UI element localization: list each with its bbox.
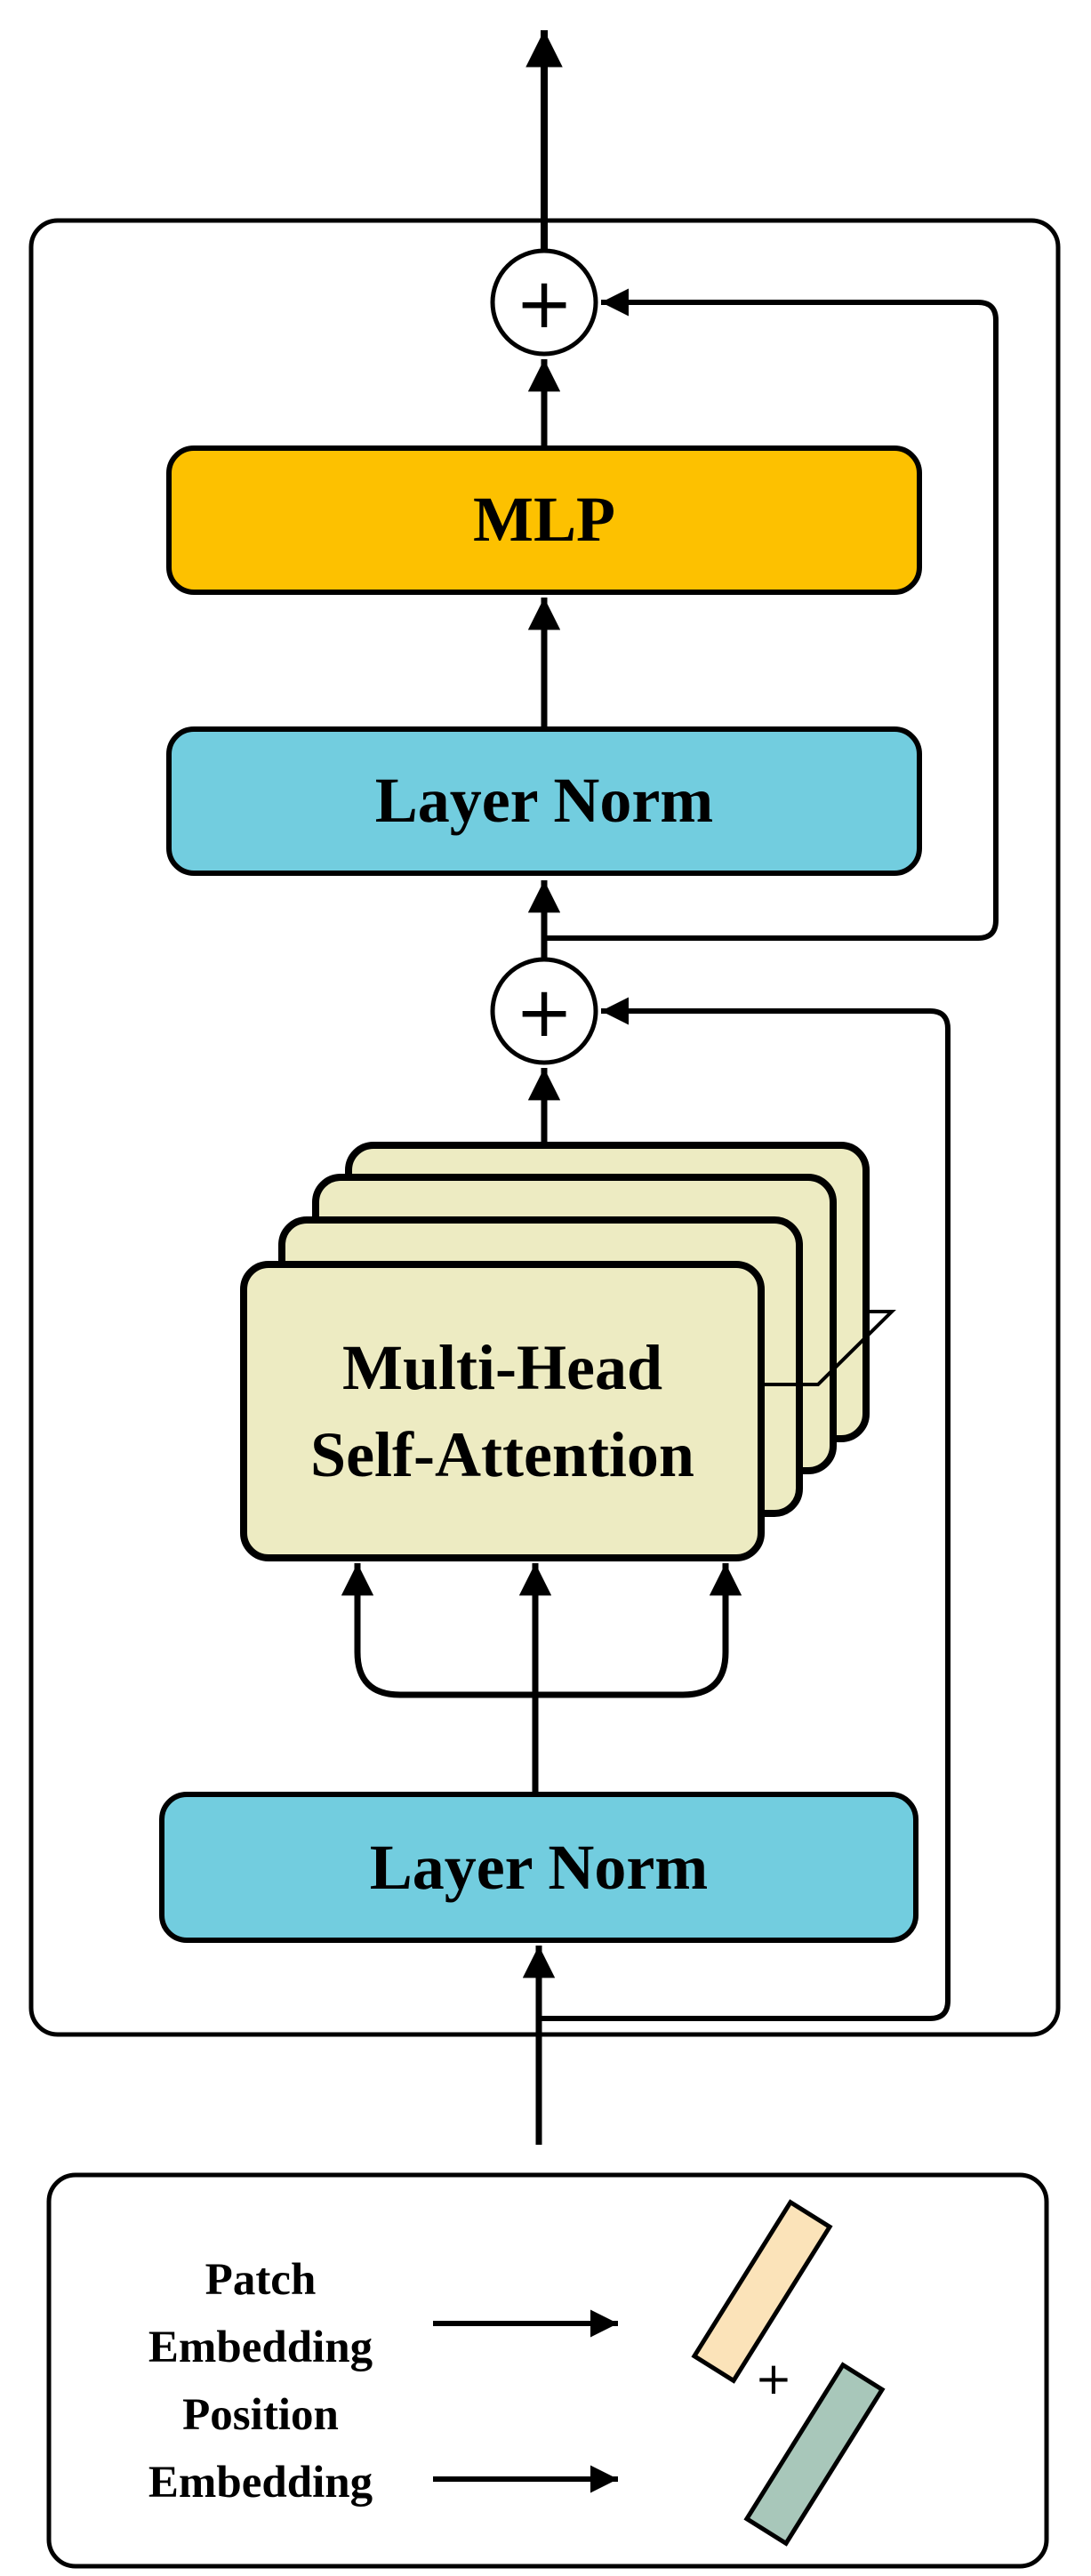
position-embedding-label-line2: Embedding xyxy=(148,2458,373,2508)
layer-norm-bottom-label: Layer Norm xyxy=(370,1832,709,1903)
mlp-label: MLP xyxy=(473,484,615,555)
residual-add-bottom-symbol: + xyxy=(515,973,573,1053)
residual-add-top-symbol: + xyxy=(515,264,573,344)
attention-input-arrow-right xyxy=(535,1563,742,1698)
residual-add-top xyxy=(490,248,598,357)
attention-label-line2: Self-Attention xyxy=(310,1419,694,1490)
mlp-block xyxy=(166,445,922,595)
attention-head-front xyxy=(240,1261,765,1561)
attention-label-line1: Multi-Head xyxy=(342,1332,662,1403)
embedding-combine-symbol: + xyxy=(755,2353,792,2404)
position-embedding-label-line1: Position xyxy=(182,2390,339,2440)
residual-skip-top xyxy=(544,288,999,941)
position-embedding-bar xyxy=(743,2362,886,2547)
layer-norm-bottom-block xyxy=(159,1792,919,1943)
layer-norm-top-label: Layer Norm xyxy=(375,765,714,836)
residual-skip-bottom xyxy=(539,997,951,2021)
patch-embedding-bar xyxy=(691,2199,833,2384)
patch-embedding-label-line1: Patch xyxy=(205,2255,317,2305)
residual-add-bottom xyxy=(490,957,598,1065)
layer-norm-top-block xyxy=(166,726,922,876)
patch-embedding-label-line2: Embedding xyxy=(148,2323,373,2372)
embedding-frame xyxy=(46,2172,1049,2569)
attention-input-arrow-left xyxy=(341,1563,535,1698)
attention-heads-depth-indicator xyxy=(765,1310,896,1386)
